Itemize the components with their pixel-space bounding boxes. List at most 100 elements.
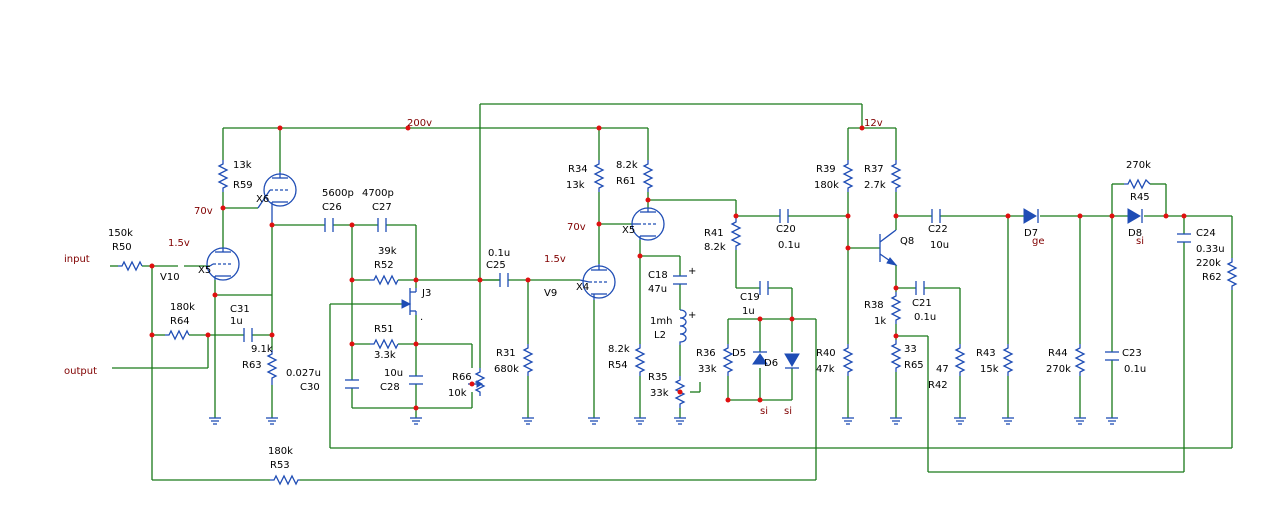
capacitor-C27 — [377, 218, 387, 232]
resistor-R66 — [474, 368, 486, 396]
resistor-R51 — [370, 338, 399, 350]
resistors — [118, 160, 1238, 486]
resistor-R37 — [890, 160, 902, 192]
diode-D6 — [784, 353, 800, 369]
ref-J3: J3 — [421, 288, 431, 299]
resistor-R34 — [593, 160, 605, 192]
ref-D8: D8 — [1128, 228, 1142, 239]
resistor-R38 — [890, 292, 902, 324]
ground-icon — [674, 417, 686, 425]
capacitor-C24 — [1177, 233, 1191, 243]
ref-R44: R44 — [1048, 348, 1068, 359]
value-R66: 10k — [448, 388, 467, 399]
ref-C23: C23 — [1122, 348, 1142, 359]
ref-C24: C24 — [1196, 228, 1216, 239]
ground-icon — [634, 417, 646, 425]
ground-icon — [209, 417, 221, 425]
capacitor-C26 — [324, 218, 334, 232]
ground-icon — [1074, 417, 1086, 425]
value-R31: 680k — [494, 364, 519, 375]
ref-R64: R64 — [170, 316, 190, 327]
value-R65: 33 — [904, 344, 917, 355]
transistor-Q8 — [879, 229, 897, 266]
value-R38: 1k — [874, 316, 886, 327]
ref-R41: R41 — [704, 228, 724, 239]
ref-R42: R42 — [928, 380, 948, 391]
wiper-arrow-icon — [476, 380, 483, 388]
capacitor-C22 — [931, 209, 941, 223]
ref-R59: R59 — [233, 180, 253, 191]
diodes — [752, 208, 1143, 369]
ref-R43: R43 — [976, 348, 996, 359]
output-label: output — [64, 366, 97, 377]
ref-X5a: X5 — [198, 265, 211, 276]
type-D7: ge — [1032, 236, 1045, 247]
ref-R34: R34 — [568, 164, 588, 175]
ref-X6: X6 — [256, 194, 269, 205]
ref-R51: R51 — [374, 324, 394, 335]
ref-R62: R62 — [1202, 272, 1222, 283]
ref-C31: C31 — [230, 304, 250, 315]
value-C31: 1u — [230, 316, 243, 327]
ref-V10: V10 — [160, 272, 180, 283]
value-R61: 8.2k — [616, 160, 638, 171]
ref-V9: V9 — [544, 288, 557, 299]
ref-C19: C19 — [740, 292, 760, 303]
polarity-plus-L2: + — [688, 310, 696, 321]
ref-R39: R39 — [816, 164, 836, 175]
capacitor-C19 — [759, 281, 769, 295]
value-R42: 47 — [936, 364, 949, 375]
resistor-R41 — [730, 216, 742, 250]
ref-R31: R31 — [496, 348, 516, 359]
transistor-arrow-icon — [886, 257, 898, 266]
resistor-R61 — [642, 160, 654, 192]
resistor-R64 — [165, 329, 190, 341]
ref-C26: C26 — [322, 202, 342, 213]
ref-R35: R35 — [648, 372, 668, 383]
ref-R53: R53 — [270, 460, 290, 471]
ref-L2: L2 — [654, 330, 666, 341]
value-R37: 2.7k — [864, 180, 886, 191]
tubes — [206, 172, 665, 300]
value-R59: 13k — [233, 160, 252, 171]
wires — [110, 103, 1233, 481]
value-C20: 0.1u — [778, 240, 800, 251]
value-R53: 180k — [268, 446, 293, 457]
type-D8: si — [1136, 236, 1144, 247]
resistor-R63 — [266, 350, 278, 385]
type-D6: si — [784, 406, 792, 417]
value-R51: 3.3k — [374, 350, 396, 361]
value-C19: 1u — [742, 306, 755, 317]
ref-R40: R40 — [816, 348, 836, 359]
value-C22: 10u — [930, 240, 949, 251]
resistor-R44 — [1074, 344, 1086, 376]
ground-icon — [410, 417, 422, 425]
value-C28: 10u — [384, 368, 403, 379]
ref-R37: R37 — [864, 164, 884, 175]
capacitor-C28 — [409, 375, 423, 385]
value-C25: 0.1u — [488, 248, 510, 259]
value-R54: 8.2k — [608, 344, 630, 355]
ref-D7: D7 — [1024, 228, 1038, 239]
value-R43: 15k — [980, 364, 999, 375]
capacitor-C25 — [499, 273, 509, 287]
ref-C20: C20 — [776, 224, 796, 235]
ref-R66: R66 — [452, 372, 472, 383]
value-R64: 180k — [170, 302, 195, 313]
capacitor-C31 — [243, 328, 253, 342]
ref-C22: C22 — [928, 224, 948, 235]
value-C26: 5600p — [322, 188, 354, 199]
resistor-R42 — [954, 344, 966, 376]
ground-icon — [522, 417, 534, 425]
capacitor-C20 — [779, 209, 789, 223]
tube-X4 — [579, 264, 616, 300]
value-C21: 0.1u — [914, 312, 936, 323]
ref-X4: X4 — [576, 282, 589, 293]
resistor-R50 — [118, 260, 143, 272]
ground-icon — [1002, 417, 1014, 425]
capacitors — [243, 209, 1191, 389]
resistor-R54 — [634, 344, 646, 376]
capacitor-C21 — [915, 281, 925, 295]
ref-C18: C18 — [648, 270, 668, 281]
